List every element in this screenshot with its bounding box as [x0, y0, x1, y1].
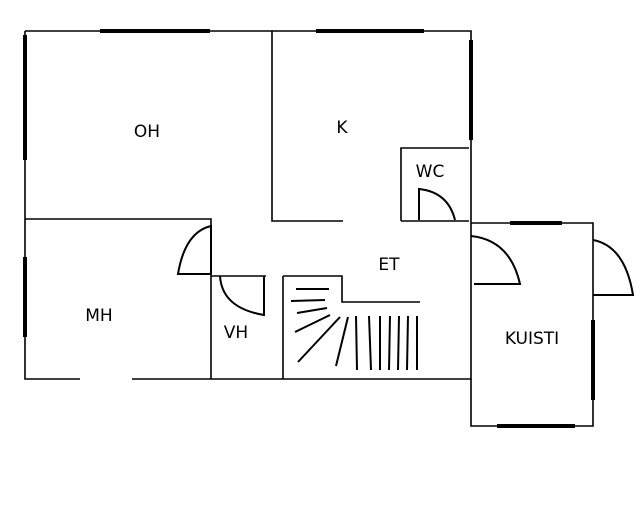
windows [23, 29, 595, 428]
door-mh [176, 224, 212, 275]
label-mh: MH [85, 306, 112, 326]
label-wc: WC [416, 162, 445, 182]
label-k: K [336, 118, 348, 138]
label-et: ET [378, 255, 400, 275]
door-kuisti [470, 235, 522, 285]
door-outer [592, 239, 635, 296]
room-labels: OH K WC ET MH VH KUISTI [85, 118, 559, 349]
label-vh: VH [224, 323, 248, 343]
stairs [290, 288, 418, 371]
label-oh: OH [134, 122, 160, 142]
walls [24, 30, 594, 427]
doors [176, 187, 635, 317]
door-vh [219, 275, 265, 317]
label-kuisti: KUISTI [505, 329, 559, 349]
door-wc [418, 187, 456, 221]
